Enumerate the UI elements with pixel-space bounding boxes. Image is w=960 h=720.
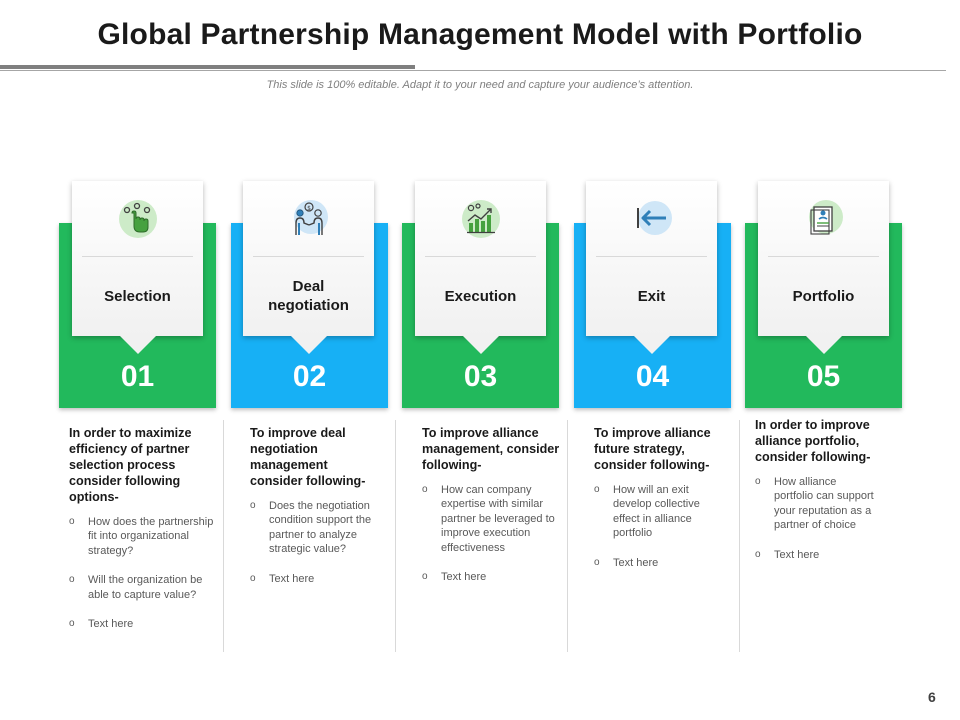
step-number-5: 05 [806,360,841,393]
step-card-4: Exit [586,181,717,354]
step-details-5: In order to improve alliance portfolio, … [755,417,877,651]
column-divider [567,420,568,652]
list-item: Text here [69,617,217,632]
exit-arrow-icon [636,201,672,235]
step-number-4: 04 [635,360,670,393]
list-item: How will an exit develop collective effe… [594,483,722,541]
step-label-2: Deal negotiation [268,278,349,314]
step-bullets-1: How does the partnership fit into organi… [69,515,217,632]
step-number-3: 03 [463,360,498,393]
title-underline [0,70,946,71]
step-label-4: Exit [637,287,666,305]
slide-subtitle: This slide is 100% editable. Adapt it to… [266,79,694,91]
title-underline-accent [0,65,415,69]
step-heading-2: To improve deal negotiation management c… [250,426,366,488]
step-card-3: Execution [415,181,546,354]
column-divider [739,420,740,652]
portfolio-icon [808,200,843,235]
list-item: How does the partnership fit into organi… [69,515,217,558]
step-bullets-3: How can company expertise with similar p… [422,483,560,585]
list-item: Will the organization be able to capture… [69,573,217,602]
slide-title: Global Partnership Management Model with… [97,18,863,51]
step-card-1: Selection [72,181,203,354]
column-divider [395,420,396,652]
step-details-3: To improve alliance management, consider… [422,425,560,659]
hand-pointer-icon [118,200,157,238]
step-bullets-2: Does the negotiation condition support t… [250,499,380,586]
step-heading-3: To improve alliance management, consider… [422,426,560,472]
list-item: How alliance portfolio can support your … [755,475,877,533]
step-details-1: In order to maximize efficiency of partn… [69,425,217,659]
step-details-2: To improve deal negotiation management c… [250,425,380,659]
step-details-4: To improve alliance future strategy, con… [594,425,722,659]
step-number-1: 01 [120,360,155,393]
list-item: Text here [594,556,722,571]
step-heading-5: In order to improve alliance portfolio, … [755,418,871,464]
list-item: Does the negotiation condition support t… [250,499,380,557]
step-bullets-5: How alliance portfolio can support your … [755,475,877,562]
handshake-icon: $ [293,200,328,235]
growth-chart-icon [461,200,500,238]
column-divider [223,420,224,652]
list-item: Text here [250,572,380,587]
step-label-5: Portfolio [792,287,855,305]
step-label-3: Execution [444,287,517,305]
step-card-5: Portfolio [758,181,889,354]
step-number-2: 02 [292,360,327,393]
page-number: 6 [928,689,936,705]
step-label-1: Selection [104,287,171,305]
list-item: How can company expertise with similar p… [422,483,560,555]
list-item: Text here [755,548,877,563]
step-card-2: $ Deal negotiation [243,181,374,354]
step-bullets-4: How will an exit develop collective effe… [594,483,722,570]
step-heading-4: To improve alliance future strategy, con… [594,426,711,472]
step-heading-1: In order to maximize efficiency of partn… [69,426,192,504]
list-item: Text here [422,570,560,585]
svg-text:$: $ [307,205,311,212]
